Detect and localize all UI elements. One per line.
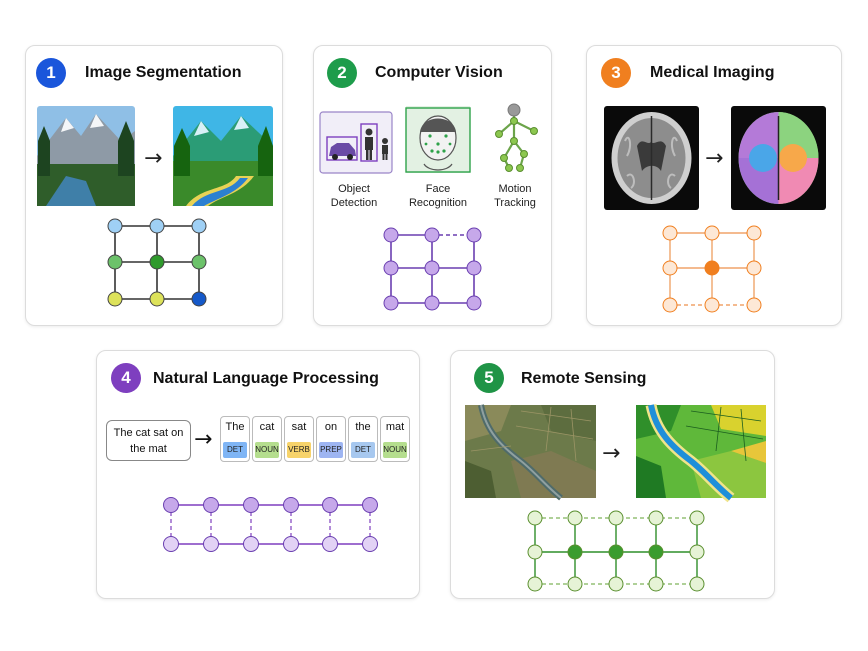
token-tag: NOUN xyxy=(255,442,279,458)
brain-segmented xyxy=(731,106,826,210)
remote-sensing-illustration: → xyxy=(465,403,766,592)
label-line: Face xyxy=(425,183,451,195)
token-word: mat xyxy=(385,421,405,433)
face-recognition-label: Face Recognition xyxy=(402,182,474,210)
label-line: Tracking xyxy=(494,197,536,209)
badge-4: 4 xyxy=(111,363,141,393)
remote-graph-nodes xyxy=(527,510,705,592)
token-word: on xyxy=(324,421,338,433)
medical-graph-nodes xyxy=(662,225,762,313)
card-title: Computer Vision xyxy=(375,64,503,81)
label-line: Recognition xyxy=(408,197,468,209)
badge-1: 1 xyxy=(36,58,66,88)
segmentation-illustration: → xyxy=(37,106,273,307)
card-remote-sensing: 5 Remote Sensing → xyxy=(450,350,775,599)
card-title: Remote Sensing xyxy=(521,370,647,387)
brain-mri-scan xyxy=(604,106,699,210)
token-tag: NOUN xyxy=(383,442,407,458)
card-title: Image Segmentation xyxy=(85,64,242,81)
token-word: The xyxy=(225,421,245,433)
card-title: Medical Imaging xyxy=(650,64,775,81)
nlp-graph xyxy=(163,497,378,552)
token-tag: VERB xyxy=(287,442,311,458)
nlp-graph-nodes xyxy=(163,497,378,552)
token-tag: PREP xyxy=(319,442,343,458)
sentence-line: The cat sat on xyxy=(113,427,184,439)
card-medical-imaging: 3 Medical Imaging → xyxy=(586,45,842,326)
medical-illustration: → xyxy=(604,106,826,313)
landscape-photo xyxy=(37,106,135,206)
sentence-input: The cat sat on the mat xyxy=(106,420,191,461)
motion-joints xyxy=(495,103,538,172)
token-word: the xyxy=(355,421,371,433)
label-line: Detection xyxy=(330,197,378,209)
pixel-nodes xyxy=(107,218,207,307)
arrow-icon: → xyxy=(194,427,213,452)
badge-3: 3 xyxy=(601,58,631,88)
motion-tracking-label: Motion Tracking xyxy=(480,182,550,210)
cv-illustrations xyxy=(319,103,538,311)
satellite-image xyxy=(465,404,596,501)
token-word: sat xyxy=(291,421,307,433)
segmented-image xyxy=(173,106,273,206)
card-image-segmentation: 1 Image Segmentation → xyxy=(25,45,283,326)
sentence-line: the mat xyxy=(130,443,167,455)
land-classification xyxy=(636,403,766,503)
face-recognition-icon xyxy=(405,106,471,173)
object-detection-label: Object Detection xyxy=(319,182,389,210)
arrow-icon: → xyxy=(602,441,620,466)
cv-graph-nodes xyxy=(383,227,482,311)
label-line: Motion xyxy=(498,183,532,195)
token-word: cat xyxy=(259,421,275,433)
object-detection-icon xyxy=(319,111,393,174)
token-tag: DET xyxy=(223,442,247,458)
arrow-icon: → xyxy=(705,146,723,171)
badge-5: 5 xyxy=(474,363,504,393)
card-computer-vision: 2 Computer Vision xyxy=(313,45,552,326)
card-title: Natural Language Processing xyxy=(153,370,379,387)
token-tag: DET xyxy=(351,442,375,458)
card-nlp: 4 Natural Language Processing The cat sa… xyxy=(96,350,420,599)
badge-2: 2 xyxy=(327,58,357,88)
arrow-icon: → xyxy=(144,146,162,171)
label-line: Object xyxy=(338,183,370,195)
